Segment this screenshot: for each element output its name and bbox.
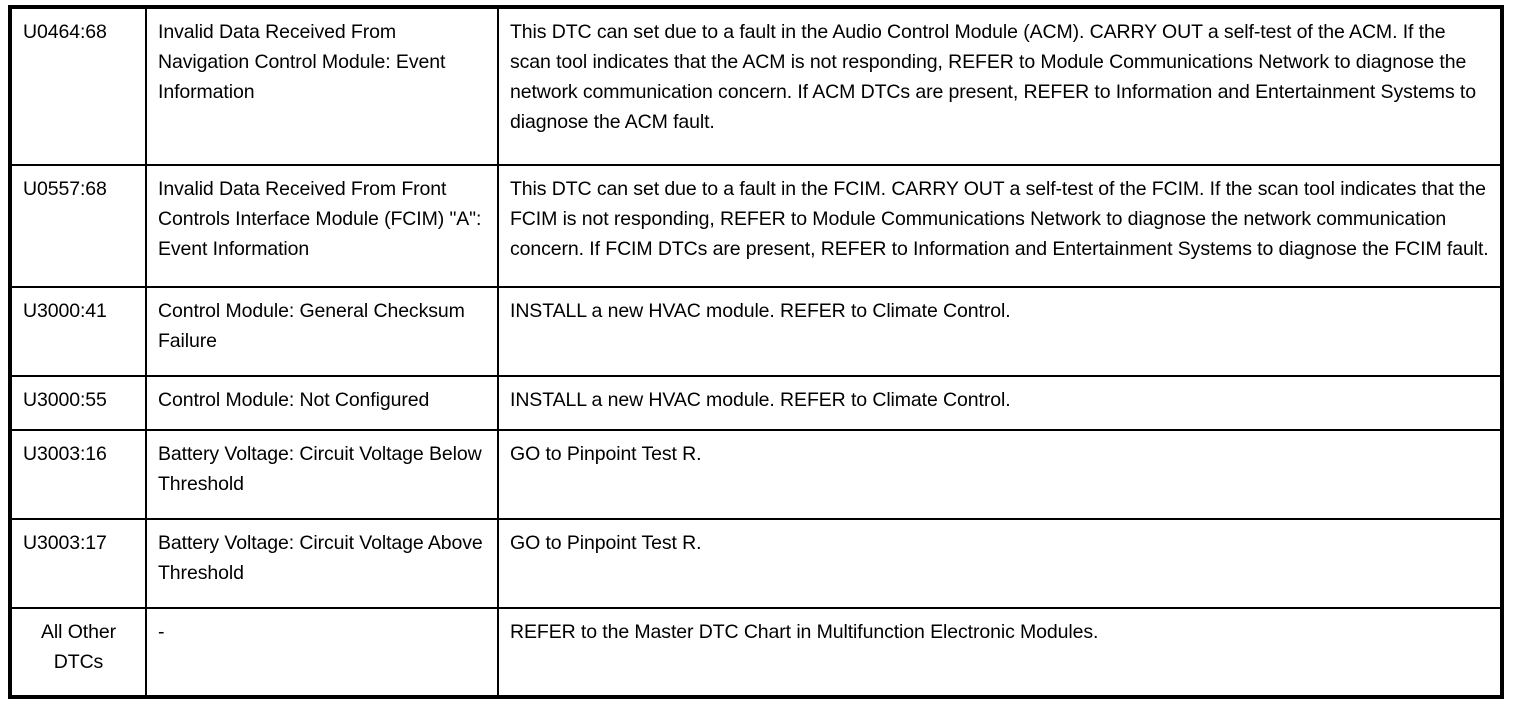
- dtc-action-text: GO to Pinpoint Test R.: [510, 531, 702, 554]
- dtc-code-text: U0557:68: [23, 177, 107, 200]
- table-row: U3003:17 Battery Voltage: Circuit Voltag…: [12, 517, 1500, 609]
- dtc-code-cell: U3000:41: [12, 286, 147, 377]
- dtc-description-text: Invalid Data Received From Front Control…: [158, 177, 482, 260]
- dtc-action-cell: INSTALL a new HVAC module. REFER to Clim…: [497, 286, 1500, 377]
- dtc-action-text: This DTC can set due to a fault in the F…: [510, 177, 1489, 260]
- dtc-action-cell: GO to Pinpoint Test R.: [497, 429, 1500, 520]
- dtc-description-text: Control Module: General Checksum Failure: [158, 300, 465, 353]
- dtc-code-cell: U3003:16: [12, 429, 147, 520]
- dtc-action-text: GO to Pinpoint Test R.: [510, 443, 702, 466]
- dtc-action-text: This DTC can set due to a fault in the A…: [510, 21, 1476, 133]
- dtc-action-text: INSTALL a new HVAC module. REFER to Clim…: [510, 388, 1011, 411]
- dtc-chart-container: U0464:68 Invalid Data Received From Navi…: [8, 5, 1504, 699]
- dtc-code-text: U3000:55: [23, 388, 107, 411]
- dtc-code-cell: U0557:68: [12, 163, 147, 289]
- dtc-description-cell: -: [145, 606, 499, 695]
- dtc-description-cell: Invalid Data Received From Navigation Co…: [145, 9, 499, 166]
- table-row: All Other DTCs - REFER to the Master DTC…: [12, 606, 1500, 695]
- table-row: U3000:41 Control Module: General Checksu…: [12, 286, 1500, 377]
- dtc-description-text: -: [158, 620, 165, 643]
- dtc-description-cell: Control Module: General Checksum Failure: [145, 286, 499, 377]
- dtc-description-cell: Battery Voltage: Circuit Voltage Below T…: [145, 429, 499, 520]
- table-row: U3003:16 Battery Voltage: Circuit Voltag…: [12, 429, 1500, 520]
- dtc-code-cell: U3003:17: [12, 517, 147, 609]
- dtc-code-text: U0464:68: [23, 21, 107, 43]
- dtc-action-cell: INSTALL a new HVAC module. REFER to Clim…: [497, 374, 1500, 432]
- dtc-action-text: REFER to the Master DTC Chart in Multifu…: [510, 620, 1099, 643]
- dtc-code-text: U3003:16: [23, 443, 107, 466]
- dtc-code-cell: All Other DTCs: [12, 606, 147, 695]
- dtc-code-cell: U3000:55: [12, 374, 147, 432]
- dtc-action-text: INSTALL a new HVAC module. REFER to Clim…: [510, 300, 1011, 323]
- dtc-action-cell: GO to Pinpoint Test R.: [497, 517, 1500, 609]
- dtc-code-text: U3000:41: [23, 300, 107, 323]
- dtc-description-cell: Control Module: Not Configured: [145, 374, 499, 432]
- dtc-description-text: Control Module: Not Configured: [158, 388, 430, 411]
- dtc-description-cell: Invalid Data Received From Front Control…: [145, 163, 499, 289]
- table-row: U3000:55 Control Module: Not Configured …: [12, 374, 1500, 432]
- dtc-code-text: All Other DTCs: [41, 620, 116, 673]
- dtc-code-cell: U0464:68: [12, 9, 147, 166]
- dtc-code-text: U3003:17: [23, 531, 107, 554]
- table-row: U0557:68 Invalid Data Received From Fron…: [12, 163, 1500, 289]
- dtc-table-body: U0464:68 Invalid Data Received From Navi…: [12, 9, 1500, 695]
- table-row: U0464:68 Invalid Data Received From Navi…: [12, 9, 1500, 166]
- dtc-description-text: Invalid Data Received From Navigation Co…: [158, 21, 446, 103]
- dtc-action-cell: This DTC can set due to a fault in the F…: [497, 163, 1500, 289]
- dtc-description-text: Battery Voltage: Circuit Voltage Below T…: [158, 443, 482, 496]
- dtc-action-cell: REFER to the Master DTC Chart in Multifu…: [497, 606, 1500, 695]
- dtc-description-cell: Battery Voltage: Circuit Voltage Above T…: [145, 517, 499, 609]
- dtc-table: U0464:68 Invalid Data Received From Navi…: [12, 9, 1500, 695]
- dtc-action-cell: This DTC can set due to a fault in the A…: [497, 9, 1500, 166]
- dtc-description-text: Battery Voltage: Circuit Voltage Above T…: [158, 531, 483, 584]
